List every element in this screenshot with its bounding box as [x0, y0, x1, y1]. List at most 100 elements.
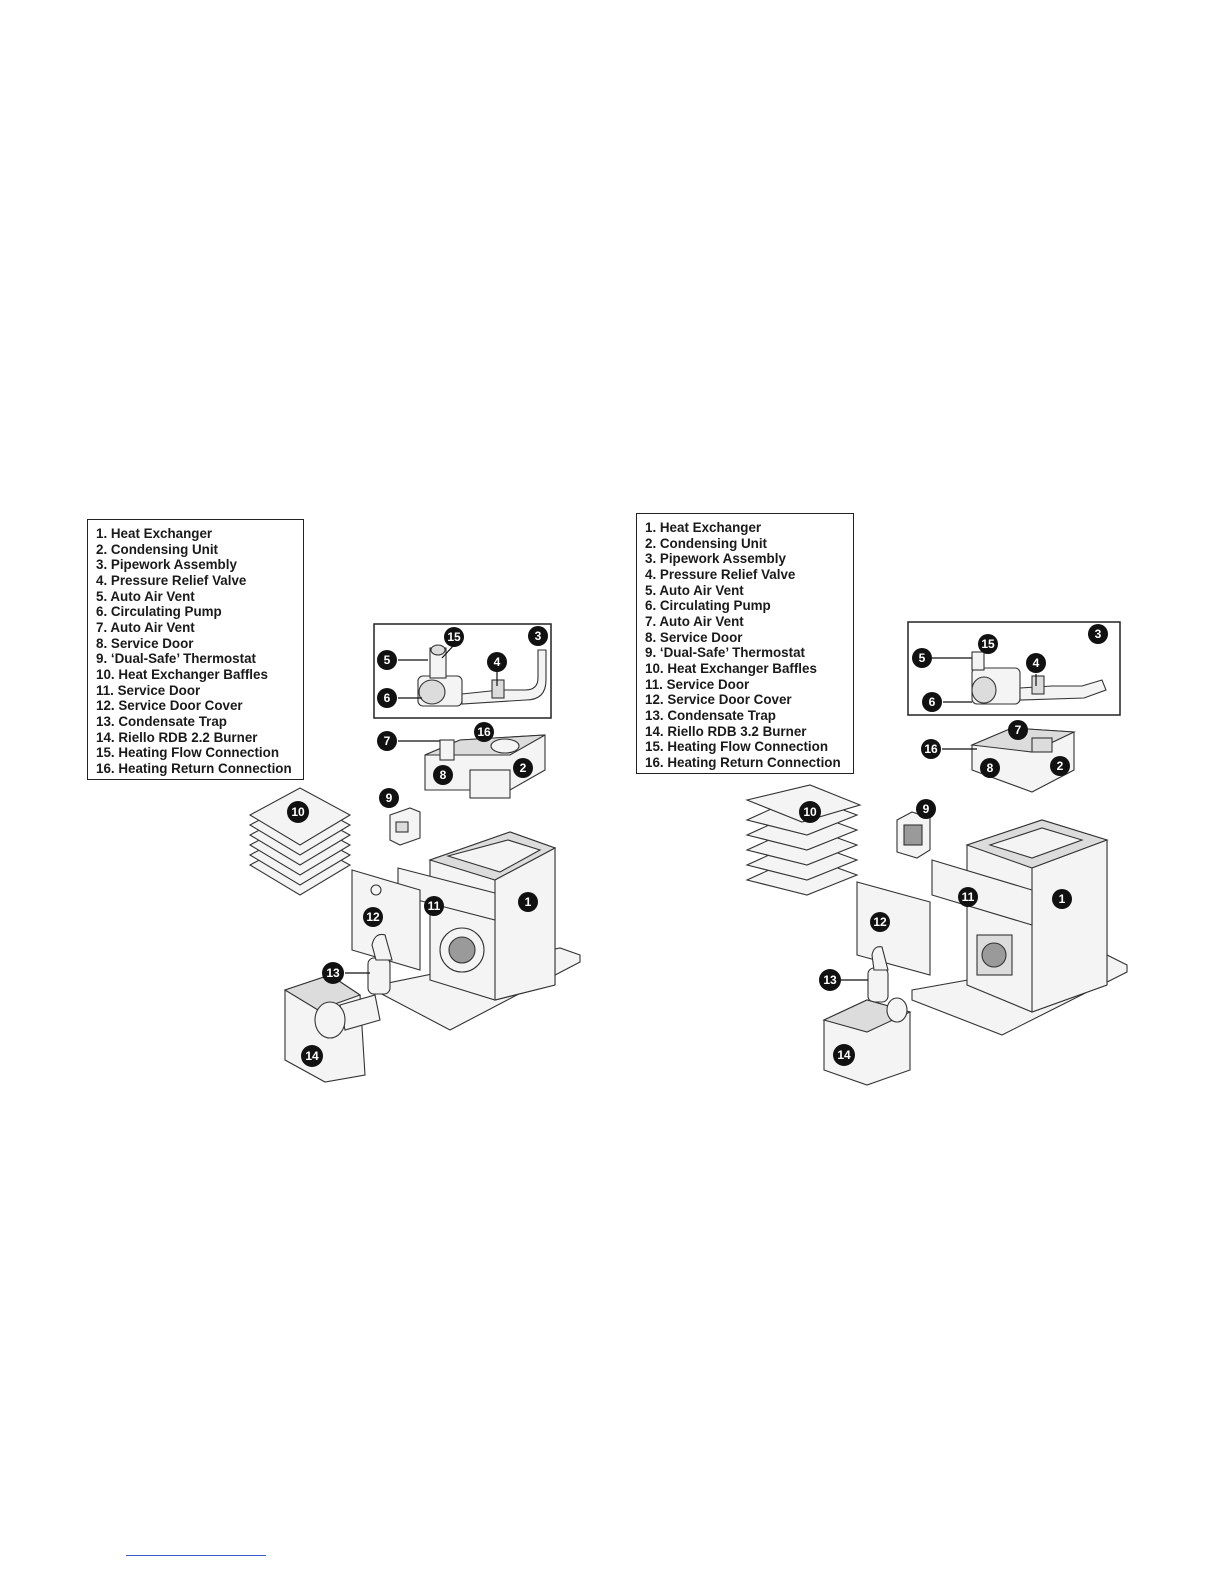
- callout-6: 6: [922, 692, 942, 712]
- callout-2: 2: [513, 758, 533, 778]
- svg-text:7: 7: [384, 734, 391, 748]
- legend-item: 11. Service Door: [96, 682, 201, 698]
- svg-text:5: 5: [919, 651, 926, 665]
- svg-text:2: 2: [1057, 759, 1064, 773]
- legend-item: 13. Condensate Trap: [645, 707, 776, 723]
- legend-item: 9. ‘Dual-Safe’ Thermostat: [645, 645, 805, 661]
- callout-8: 8: [980, 758, 1000, 778]
- service-door-cover: [351, 869, 421, 971]
- legend-item: 11. Service Door: [645, 676, 750, 692]
- riello-burner: [283, 974, 381, 1083]
- callout-3: 3: [1088, 624, 1108, 644]
- condensate-trap: [867, 946, 889, 1003]
- callout-4: 4: [1026, 653, 1046, 673]
- svg-text:12: 12: [366, 910, 380, 924]
- legend-item: 6. Circulating Pump: [96, 604, 222, 620]
- legend-item: 1. Heat Exchanger: [645, 520, 762, 535]
- callout-12: 12: [363, 907, 383, 927]
- legend-item: 4. Pressure Relief Valve: [96, 572, 247, 588]
- svg-text:15: 15: [981, 637, 995, 651]
- callout-11: 11: [958, 887, 978, 907]
- callout-10: 10: [799, 801, 821, 823]
- svg-text:16: 16: [477, 725, 491, 739]
- legend-item: 3. Pipework Assembly: [96, 557, 237, 573]
- callout-15: 15: [444, 627, 464, 647]
- svg-text:1: 1: [525, 895, 532, 909]
- legend-item: 7. Auto Air Vent: [96, 619, 195, 635]
- dual-safe-thermostat: [896, 811, 931, 859]
- callout-8: 8: [433, 765, 453, 785]
- svg-text:15: 15: [447, 630, 461, 644]
- dual-safe-thermostat: [389, 807, 421, 846]
- heat-exchanger-body: [965, 819, 1109, 1013]
- legend-item: 16. Heating Return Connection: [96, 760, 292, 776]
- legend-item: 15. Heating Flow Connection: [96, 745, 280, 761]
- legend-item: 7. Auto Air Vent: [645, 613, 744, 629]
- legend-item: 12. Service Door Cover: [645, 692, 792, 708]
- callout-12: 12: [870, 912, 890, 932]
- svg-text:11: 11: [428, 899, 441, 913]
- legend-item: 13. Condensate Trap: [96, 713, 227, 729]
- svg-text:3: 3: [1095, 627, 1102, 641]
- legend-item: 5. Auto Air Vent: [96, 588, 195, 604]
- callout-6: 6: [377, 688, 397, 708]
- callout-7: 7: [377, 731, 397, 751]
- exploded-artwork-right: 3 15 5 4 6 7 16 8 2 9 10 11 1 12 13 14: [745, 621, 1128, 1086]
- legend-item: 9. ‘Dual-Safe’ Thermostat: [96, 651, 256, 667]
- condensate-trap: [367, 933, 393, 995]
- legend-item: 15. Heating Flow Connection: [645, 739, 829, 755]
- callout-4: 4: [487, 652, 507, 672]
- callout-1: 1: [518, 892, 538, 912]
- legend-item: 16. Heating Return Connection: [645, 754, 841, 770]
- svg-text:8: 8: [440, 768, 447, 782]
- exploded-artwork-left: 3 15 5 4 6 16 7 8 2 9 10 1 11 12 13 14: [248, 623, 581, 1083]
- pipework-assembly: [971, 651, 1107, 705]
- callout-14: 14: [301, 1045, 323, 1067]
- parts-legend-left: 1. Heat Exchanger 2. Condensing Unit 3. …: [87, 519, 304, 780]
- svg-text:6: 6: [384, 691, 391, 705]
- svg-text:9: 9: [386, 791, 393, 805]
- legend-item: 6. Circulating Pump: [645, 598, 771, 614]
- svg-text:16: 16: [924, 742, 938, 756]
- svg-text:12: 12: [873, 915, 887, 929]
- legend-item: 5. Auto Air Vent: [645, 582, 744, 598]
- svg-text:6: 6: [929, 695, 936, 709]
- exploded-diagram-right: 1. Heat Exchanger 2. Condensing Unit 3. …: [612, 0, 1224, 1584]
- legend-item: 1. Heat Exchanger: [96, 526, 213, 541]
- legend-item: 3. Pipework Assembly: [645, 551, 786, 567]
- legend-item: 2. Condensing Unit: [645, 535, 767, 551]
- callout-13: 13: [819, 969, 841, 991]
- callout-7: 7: [1008, 720, 1028, 740]
- svg-text:4: 4: [1033, 656, 1040, 670]
- callout-10: 10: [287, 801, 309, 823]
- callout-9: 9: [379, 788, 399, 808]
- svg-text:7: 7: [1015, 723, 1022, 737]
- callout-1: 1: [1052, 889, 1072, 909]
- legend-list: 1. Heat Exchanger 2. Condensing Unit 3. …: [645, 520, 845, 771]
- heat-exchanger-baffles: [745, 784, 862, 896]
- legend-item: 12. Service Door Cover: [96, 698, 243, 714]
- callout-14: 14: [833, 1044, 855, 1066]
- parts-legend-right: 1. Heat Exchanger 2. Condensing Unit 3. …: [636, 513, 854, 774]
- svg-text:10: 10: [803, 805, 817, 819]
- condensing-unit: [424, 734, 546, 799]
- condensing-unit: [969, 727, 1077, 793]
- legend-item: 8. Service Door: [645, 629, 743, 645]
- svg-text:2: 2: [520, 761, 527, 775]
- callout-11: 11: [424, 896, 444, 916]
- svg-text:5: 5: [384, 653, 391, 667]
- pipework-assembly: [417, 644, 547, 707]
- callout-13: 13: [322, 962, 344, 984]
- legend-item: 14. Riello RDB 3.2 Burner: [645, 723, 807, 739]
- legend-item: 14. Riello RDB 2.2 Burner: [96, 729, 258, 745]
- svg-text:1: 1: [1059, 892, 1066, 906]
- callout-16: 16: [921, 739, 941, 759]
- svg-text:11: 11: [962, 890, 975, 904]
- callout-9: 9: [916, 799, 936, 819]
- legend-item: 4. Pressure Relief Valve: [645, 566, 796, 582]
- svg-text:10: 10: [291, 805, 305, 819]
- callout-3: 3: [528, 626, 548, 646]
- service-door: [931, 859, 1033, 926]
- legend-list: 1. Heat Exchanger 2. Condensing Unit 3. …: [96, 526, 295, 777]
- svg-text:13: 13: [326, 966, 340, 980]
